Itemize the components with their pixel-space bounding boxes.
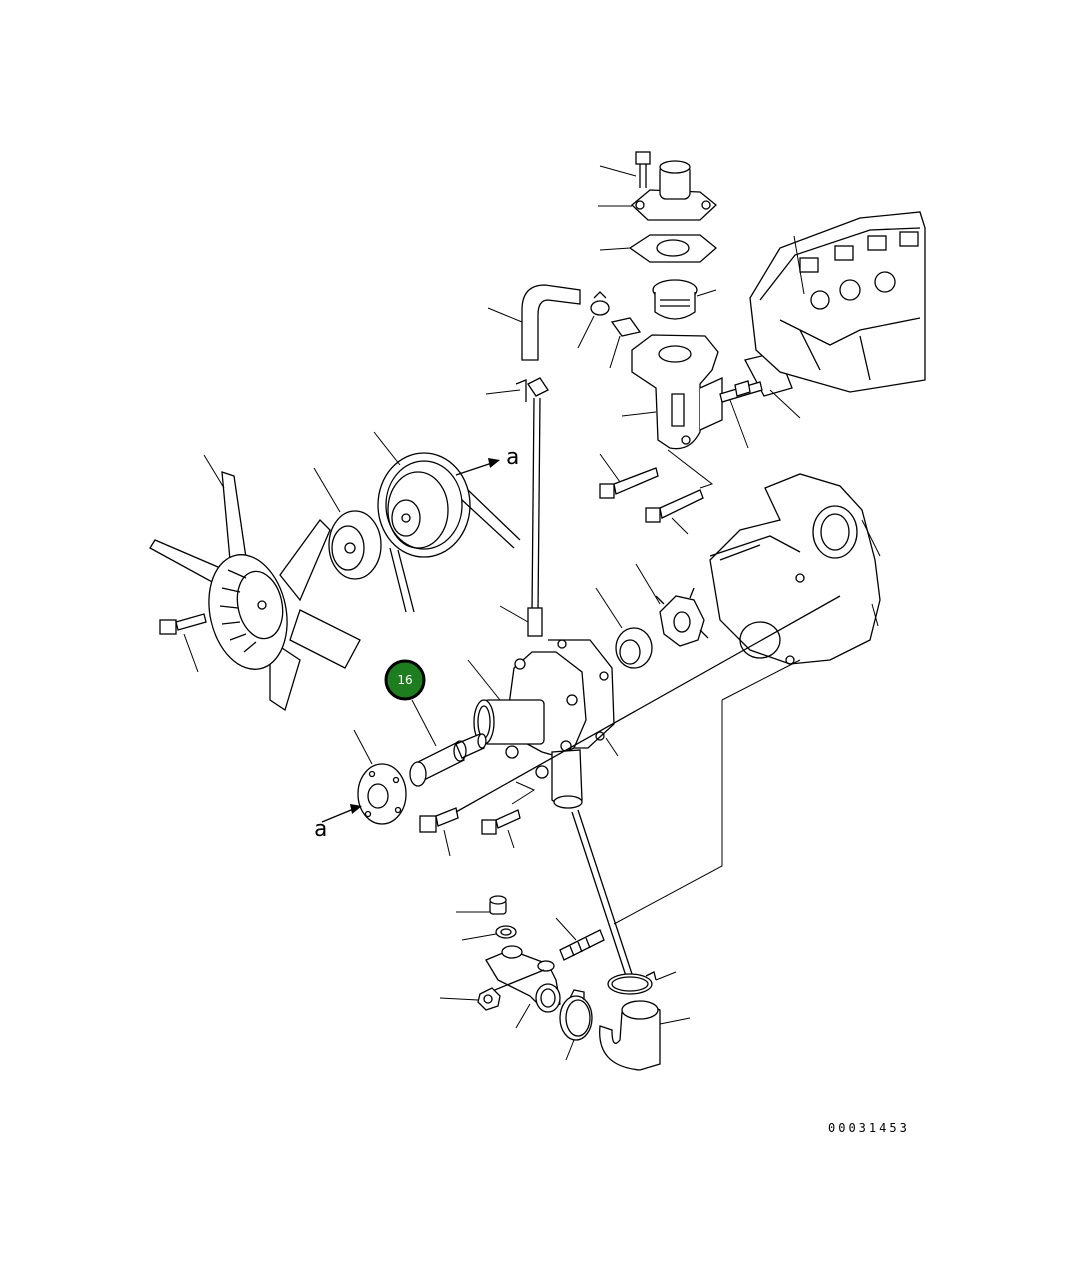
thermostat-cover bbox=[598, 160, 717, 221]
thermostat-cover-bolt bbox=[599, 151, 651, 188]
v-belt bbox=[389, 489, 521, 613]
view-marker-a-bottom: a bbox=[314, 817, 327, 842]
housing-bolt-a bbox=[599, 453, 659, 499]
thermostat-gasket bbox=[599, 234, 718, 263]
crankcase-front bbox=[709, 473, 881, 665]
housing-bolt-long bbox=[719, 380, 763, 449]
hose-clamp-lower-right bbox=[607, 971, 677, 995]
hose-clamp-lower-left bbox=[559, 989, 593, 1061]
housing-bolt-b bbox=[645, 489, 704, 535]
callout-number: 16 bbox=[397, 673, 412, 687]
bypass-tube bbox=[499, 397, 543, 637]
fan-spacer bbox=[313, 467, 382, 580]
bypass-connector bbox=[485, 377, 549, 402]
pump-shaft-bearing bbox=[409, 699, 487, 787]
drawing-code: 00031453 bbox=[828, 1121, 910, 1135]
cylinder-head bbox=[749, 211, 926, 393]
bypass-pipe bbox=[609, 317, 642, 369]
pump-pulley-flange bbox=[353, 729, 407, 825]
pump-bolt-b bbox=[481, 809, 521, 849]
cooling-fan bbox=[149, 454, 361, 712]
fan-bolt bbox=[159, 613, 207, 673]
water-inlet-pipe bbox=[479, 945, 561, 1029]
fan-pulley bbox=[373, 431, 471, 558]
thermostat bbox=[652, 279, 717, 320]
stud-bolt bbox=[555, 917, 605, 961]
bypass-hose bbox=[487, 284, 581, 361]
mechanical-seal bbox=[595, 587, 653, 669]
water-pump-body bbox=[467, 651, 587, 809]
view-arrow-top: a bbox=[455, 445, 519, 476]
hose-clamp-upper bbox=[577, 291, 610, 349]
thermostat-housing bbox=[621, 334, 723, 450]
drain-plug bbox=[456, 895, 507, 915]
drain-plug-washer bbox=[461, 925, 517, 941]
pump-bolt-a bbox=[419, 595, 841, 857]
impeller bbox=[635, 563, 709, 647]
flange-nut bbox=[439, 987, 501, 1011]
view-marker-a-top: a bbox=[506, 445, 519, 470]
callout-circle bbox=[384, 659, 426, 701]
water-hose-lower bbox=[599, 1000, 691, 1071]
part-callout-16[interactable]: 16 bbox=[384, 659, 426, 701]
view-arrow-bottom: a bbox=[314, 804, 362, 842]
